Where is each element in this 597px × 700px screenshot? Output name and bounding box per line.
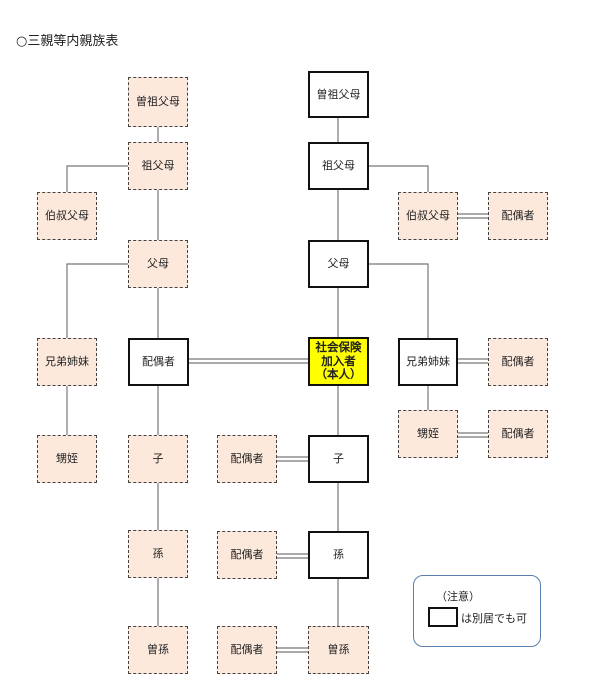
left-nephews-nieces-box: 甥姪 — [37, 435, 97, 483]
spouse-box: 配偶者 — [128, 338, 189, 386]
left-child-box: 子 — [128, 435, 188, 483]
self-insured-box: 社会保険 加入者 （本人） — [308, 337, 369, 386]
grandchild-spouse-box: 配偶者 — [217, 531, 277, 579]
left-great-grandchild-box: 曽孫 — [128, 626, 188, 674]
note-title: （注意） — [436, 590, 480, 603]
child-spouse-box: 配偶者 — [217, 435, 277, 483]
left-grandchild-box: 孫 — [128, 530, 188, 578]
right-siblings-spouse-box: 配偶者 — [488, 338, 548, 386]
left-grandparents-box: 祖父母 — [128, 142, 188, 190]
page-title: ○三親等内親族表 — [16, 34, 119, 49]
right-uncles-aunts-spouse-box: 配偶者 — [488, 192, 548, 240]
self-label: 社会保険 加入者 （本人） — [315, 339, 362, 382]
right-child-box: 子 — [308, 435, 369, 483]
right-great-grandchild-box: 曽孫 — [308, 626, 369, 674]
great-grandchild-spouse-box: 配偶者 — [217, 626, 277, 674]
right-grandparents-box: 祖父母 — [308, 142, 369, 190]
note-sample-solid-box — [428, 607, 458, 627]
right-nephews-nieces-box: 甥姪 — [398, 410, 458, 458]
left-uncles-aunts-box: 伯叔父母 — [37, 192, 97, 240]
right-uncles-aunts-box: 伯叔父母 — [398, 192, 458, 240]
right-nephews-nieces-spouse-box: 配偶者 — [488, 410, 548, 458]
left-great-grandparents-box: 曽祖父母 — [128, 77, 188, 127]
right-great-grandparents-box: 曽祖父母 — [308, 71, 369, 118]
left-siblings-box: 兄弟姉妹 — [37, 338, 97, 386]
right-grandchild-box: 孫 — [308, 531, 369, 579]
note-legend: （注意） は別居でも可 — [413, 575, 541, 647]
note-text: は別居でも可 — [461, 612, 527, 625]
right-parents-box: 父母 — [308, 240, 369, 288]
right-siblings-box: 兄弟姉妹 — [398, 338, 458, 386]
left-parents-box: 父母 — [128, 240, 188, 288]
